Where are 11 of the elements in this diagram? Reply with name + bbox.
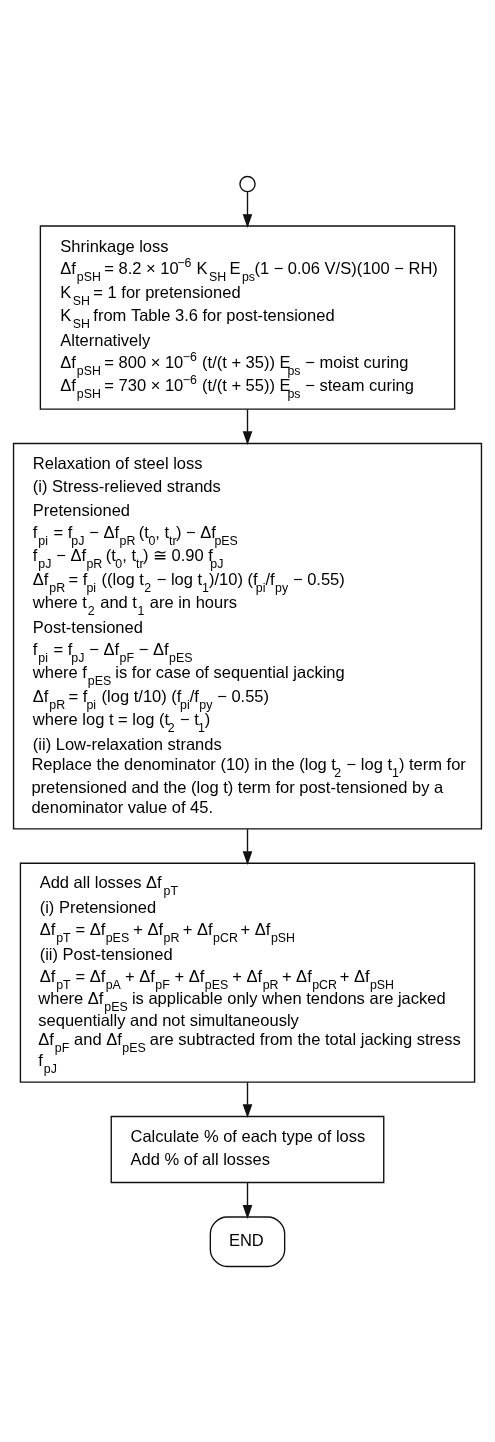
node-circle bbox=[239, 175, 256, 192]
arrow bbox=[242, 408, 253, 445]
arrow bbox=[242, 190, 253, 228]
node-box: Add all losses Δf$_{pT}$ (i) Pretensioned Δf$_{pT}$ = Δf$_{pES}$ + Δf$_{pR}$ + Δf$_{pCR}$ + Δf$_{pSH}$ (ii) Post-tensioned Δf$_{pT}$ = Δf$_{pA}$ + Δf$_{pF}$ + Δf$_{pES}$ + Δf$_{pR}$ + Δf$_{pCR}$ + Δf$_{pSH}$ where Δf$_{pES}$ is applicable only when tendons are jacked sequentially and not simultaneously Δf$_{pF}$ and Δf$_{pES}$ are subtracted from the total jacking stress f$_{pJ}$ bbox=[19, 862, 476, 1083]
node-box: Calculate % of each type of loss Add % of all losses bbox=[110, 1115, 385, 1183]
arrow bbox=[242, 1081, 253, 1118]
arrow bbox=[242, 828, 253, 865]
node-box: Relaxation of steel loss (i) Stress-relieved strands Pretensioned f$_{pi}$ = f$_{pJ}$ − Δf$_{pR}$ (t$_{0}$, t$_{tr}$) − Δf$_{pES}$ f$_{pJ}$ − Δf$_{pR}$ (t$_{0}$, t$_{tr}$) ≅ 0.90 f$_{pJ}$ Δf$_{pR}$ = f$_{pi}$ ((log t$_{2}$ − log t$_{1}$)/10) (f$_{pi}$/f$_{py}$ − 0.55) where t$_{2}$ and t$_{1}$ are in hours Post-tensioned f$_{pi}$ = f$_{pJ}$ − Δf$_{pF}$ − Δf$_{pES}$ where f$_{pES}$ is for case of sequential jacking Δf$_{pR}$ = f$_{pi}$ (log t/10) (f$_{pi}$/f$_{py}$ − 0.55) where log t = log (t$_{2}$ − t$_{1}$) (ii) Low-relaxation strands Replace the denominator (10) in the (log t$_{2}$ − log t$_{1}$) term for pretensioned and the (log t) term for post-tensioned by a denominator value of 45. bbox=[12, 442, 483, 830]
node-box: Shrinkage loss Δf$_{pSH}$ = 8.2 × 10$^{−6}$ K$_{SH}$ E$_{ps}$(1 − 0.06 V/S)(100 − RH) K$_{SH}$ = 1 for pretensioned K$_{SH}$ from Table 3.6 for post-tensioned Alternatively Δf$_{pSH}$ = 800 × 10$^{−6}$ (t/(t + 35)) E$_{ps}$ − moist curing Δf$_{pSH}$ = 730 × 10$^{−6}$ (t/(t + 55)) E$_{ps}$ − steam curing bbox=[39, 224, 456, 410]
arrow bbox=[242, 1181, 253, 1219]
node-box: END bbox=[209, 1215, 286, 1267]
